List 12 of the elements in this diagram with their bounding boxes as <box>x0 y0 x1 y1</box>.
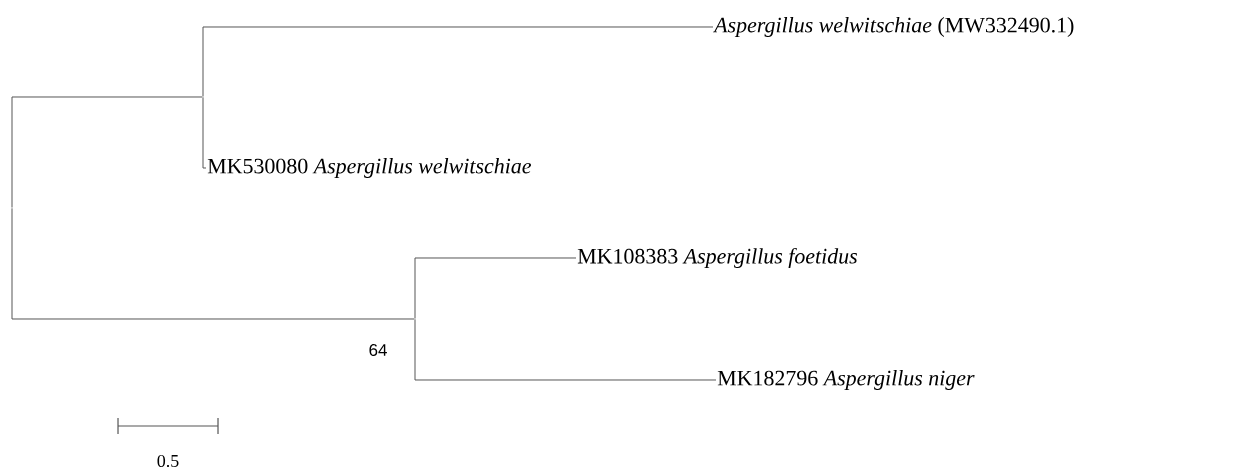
leaf-label: MK108383 Aspergillus foetidus <box>577 247 857 269</box>
tree-branch <box>202 97 207 169</box>
tree-branch <box>202 26 714 97</box>
tree-branch <box>414 257 577 319</box>
tree-branch <box>414 319 717 381</box>
leaf-label: MK530080 Aspergillus welwitschiae <box>207 158 531 178</box>
leaf-label: Aspergillus welwitschiae (MW332490.1) <box>713 17 1074 37</box>
tree-branch <box>11 208 415 320</box>
bootstrap-value: 64 <box>369 344 387 356</box>
scale-value: 0.5 <box>157 454 179 468</box>
tree-branch <box>11 96 203 208</box>
leaf-label: MK182796 Aspergillus niger <box>717 370 975 390</box>
